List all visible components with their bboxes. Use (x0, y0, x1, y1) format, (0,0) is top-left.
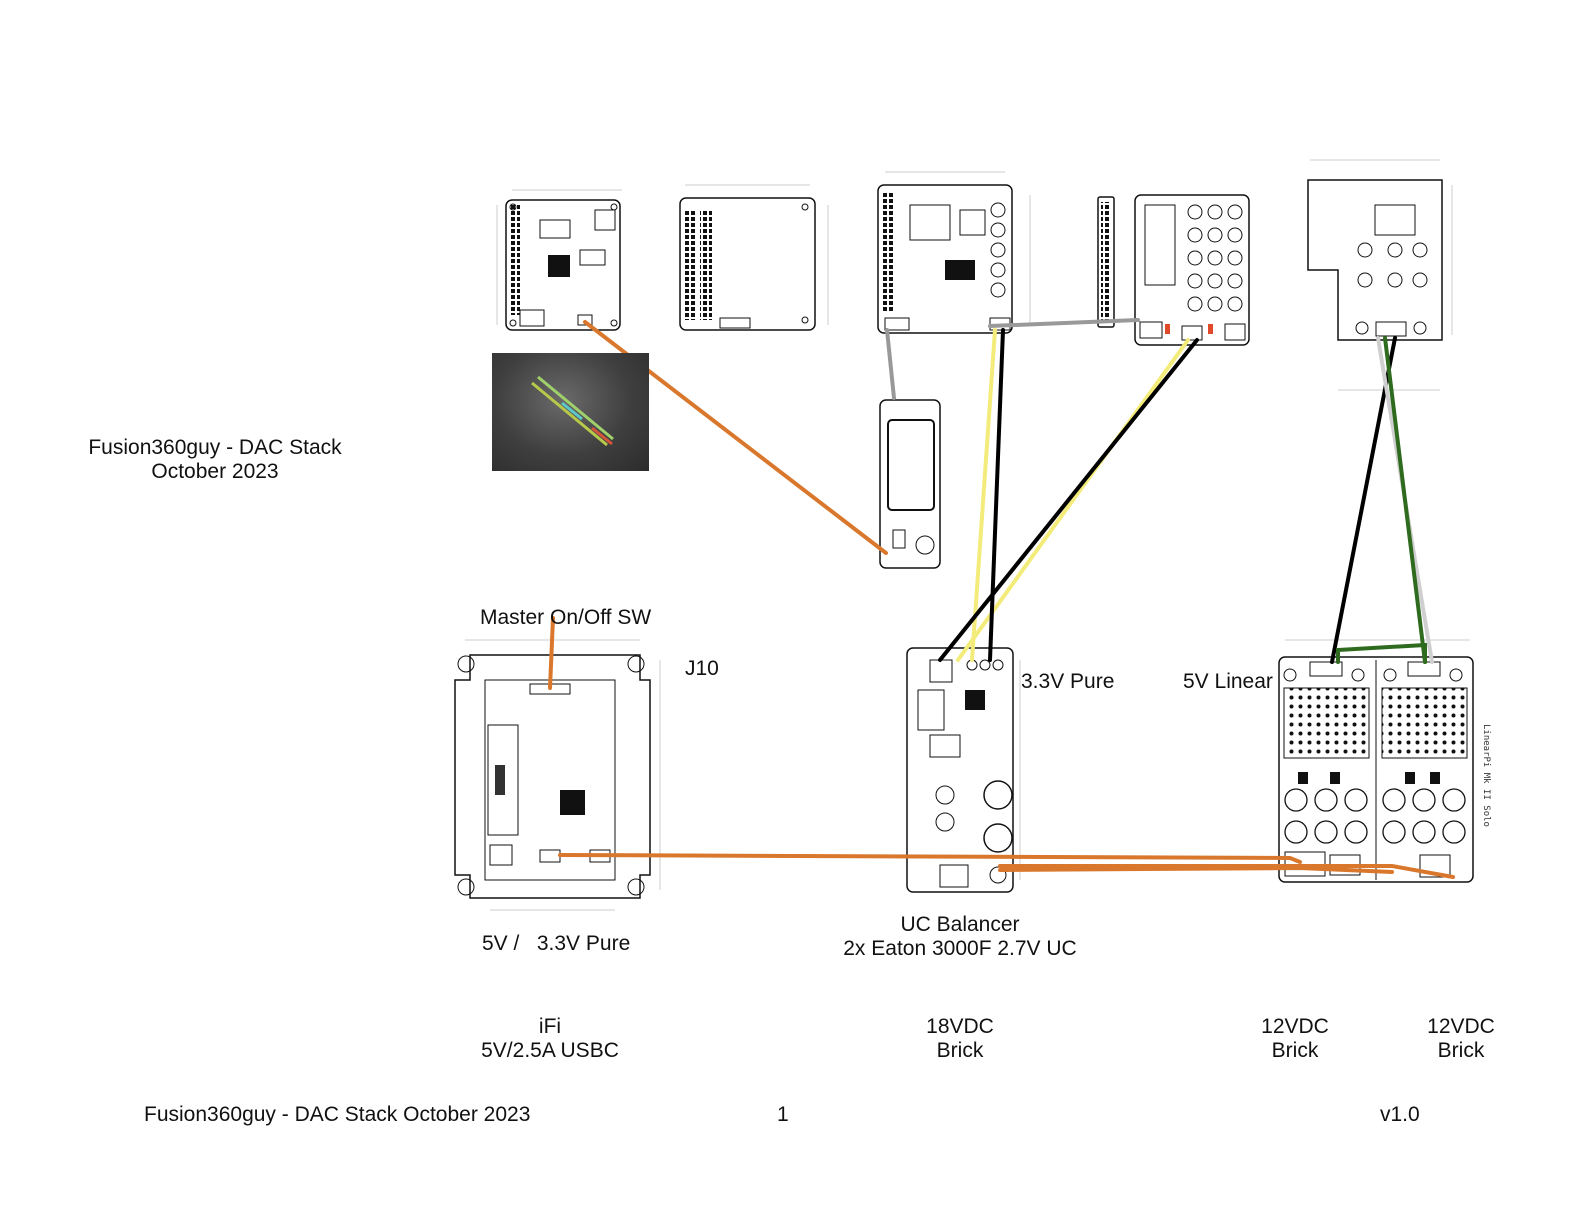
title-line2: October 2023 (151, 460, 279, 483)
power-source-line2: Brick (1271, 1039, 1319, 1062)
ifi-power-board (454, 639, 661, 911)
power-source-line2: Brick (1437, 1039, 1485, 1062)
wire-black-2 (938, 338, 1199, 662)
wire-gray-display (885, 328, 896, 400)
power-source-ifi: iFi 5V/2.5A USBC (460, 1015, 640, 1063)
power-source-12vdc-a: 12VDC Brick (1240, 1015, 1350, 1063)
wire-black-3 (1330, 336, 1397, 664)
wire-yellow-2 (956, 338, 1190, 662)
board-shield-hat (679, 184, 829, 331)
master-switch-label: Master On/Off SW (480, 606, 652, 629)
power-source-18vdc: 18VDC Brick (900, 1015, 1020, 1063)
power-source-line2: Brick (936, 1039, 984, 1062)
wire-black-1 (988, 328, 1005, 662)
ifi-output-label: 5V / 3.3V Pure (482, 932, 631, 955)
board-top-right (1307, 159, 1453, 391)
linearpi-board: LinearPi Mk II Solo (1278, 639, 1491, 883)
wire-green-linearpi (1383, 336, 1427, 664)
wire-orange-power-2 (998, 864, 1455, 879)
power-source-12vdc-b: 12VDC Brick (1406, 1015, 1516, 1063)
board-dac-hat (496, 189, 622, 331)
footer-page-number: 1 (777, 1103, 789, 1126)
uc-balancer-board (906, 647, 1021, 893)
power-source-line2: 5V/2.5A USBC (481, 1039, 619, 1062)
wire-orange-power-1 (558, 853, 1302, 864)
j10-label: J10 (685, 657, 719, 680)
uc-balancer-label: UC Balancer 2x Eaton 3000F 2.7V UC (830, 913, 1090, 961)
power-source-line1: 12VDC (1261, 1015, 1329, 1038)
wire-yellow-1 (970, 328, 997, 662)
wire-orange-switch (548, 616, 555, 690)
power-source-line1: 18VDC (926, 1015, 994, 1038)
linear-5v-label: 5V Linear (1183, 670, 1273, 693)
wire-green-bridge (1336, 642, 1427, 664)
board-main-hat (877, 171, 1031, 334)
footer-version: v1.0 (1380, 1103, 1420, 1126)
footer-left: Fusion360guy - DAC Stack October 2023 (144, 1103, 531, 1126)
linearpi-name-label: LinearPi Mk II Solo (1481, 724, 1491, 827)
wire-gray-extender (988, 318, 1140, 328)
pure-3v3-label: 3.3V Pure (1021, 670, 1115, 693)
gpio-extender (1097, 196, 1115, 328)
power-source-line1: iFi (538, 1015, 562, 1038)
uc-balancer-line2: 2x Eaton 3000F 2.7V UC (843, 937, 1077, 960)
power-source-line1: 12VDC (1427, 1015, 1495, 1038)
pin-header-image (531, 375, 614, 447)
wire-orange-power-3 (998, 865, 1394, 874)
pin-header-photo (492, 353, 649, 471)
title-line1: Fusion360guy - DAC Stack (88, 436, 342, 459)
board-capacitor-hat (1134, 194, 1250, 346)
title-block: Fusion360guy - DAC Stack October 2023 (75, 436, 355, 484)
display-module (879, 399, 941, 569)
uc-balancer-line1: UC Balancer (900, 913, 1020, 936)
